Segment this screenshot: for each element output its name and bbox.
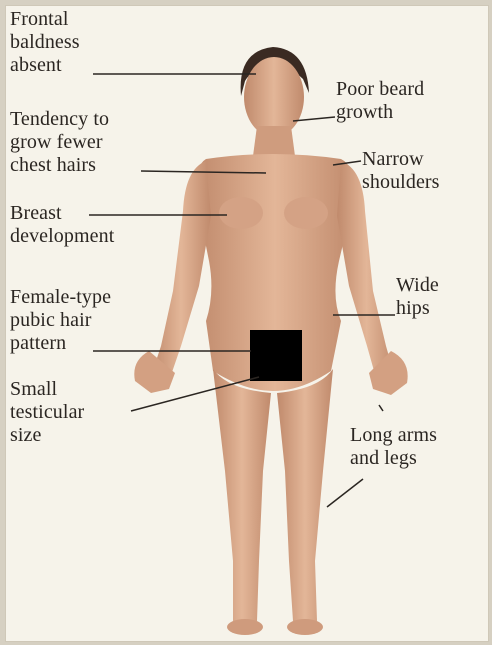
left-foot <box>227 619 263 635</box>
label-chest-hairs: Tendency to grow fewer chest hairs <box>10 108 109 177</box>
label-long-arms-legs: Long arms and legs <box>350 424 437 470</box>
label-pubic-hair: Female-type pubic hair pattern <box>10 286 111 355</box>
head <box>244 57 304 137</box>
label-testicular-size: Small testicular size <box>10 378 84 447</box>
neck <box>253 126 295 156</box>
label-breast-development: Breast development <box>10 202 114 248</box>
label-beard-growth: Poor beard growth <box>336 78 424 124</box>
label-narrow-shoulders: Narrow shoulders <box>362 148 440 194</box>
right-breast <box>284 197 328 229</box>
censor-box <box>250 330 302 381</box>
right-foot <box>287 619 323 635</box>
label-frontal-baldness: Frontal baldness absent <box>10 8 80 77</box>
left-breast <box>219 197 263 229</box>
right-leg <box>277 369 333 621</box>
left-arm <box>151 161 211 381</box>
leader-long-legs <box>327 479 363 507</box>
leader-long-arms <box>379 405 383 411</box>
label-wide-hips: Wide hips <box>396 274 439 320</box>
right-arm <box>337 161 396 385</box>
left-leg <box>213 369 271 621</box>
